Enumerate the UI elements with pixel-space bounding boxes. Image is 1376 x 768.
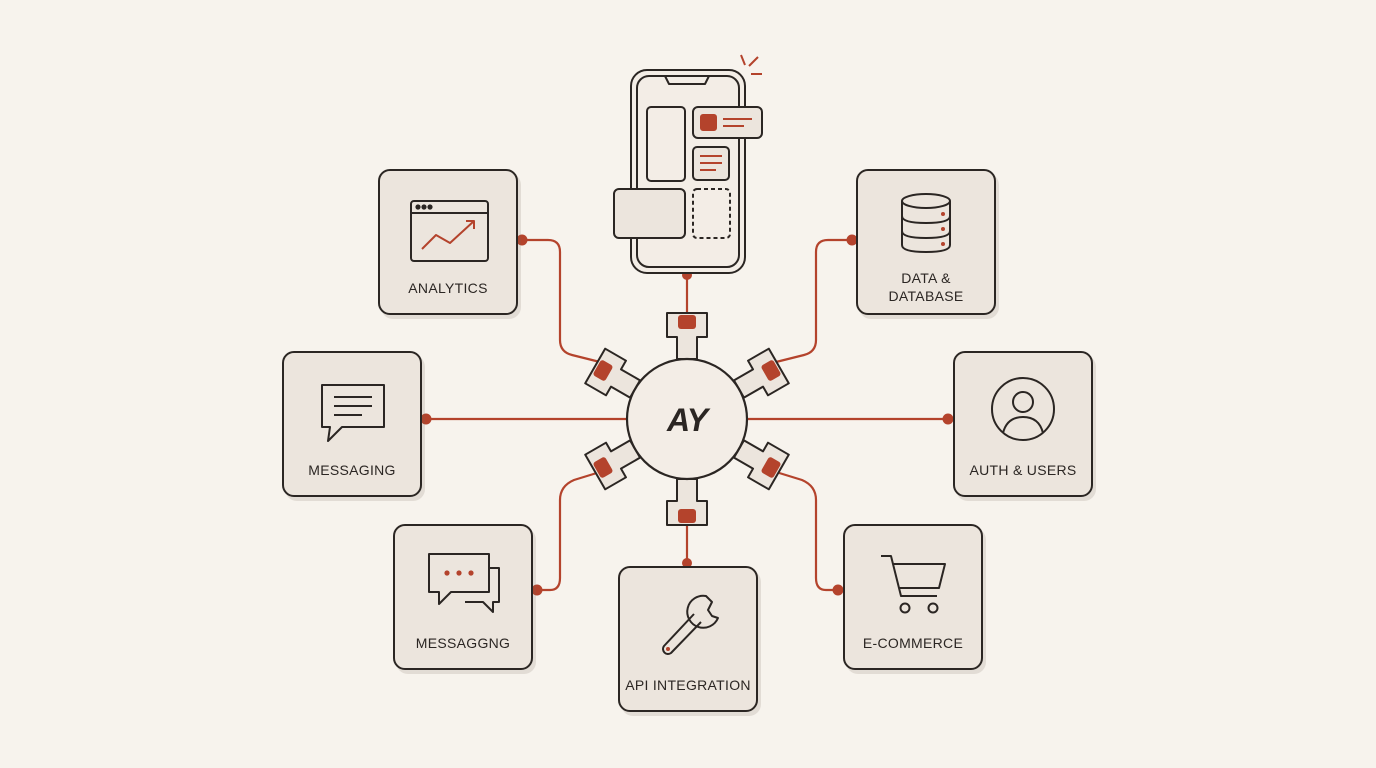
wrench-icon [662, 594, 719, 655]
wire-data [775, 238, 852, 364]
wire-ecommerce [775, 470, 838, 592]
module-label: AUTH & USERS [969, 462, 1077, 478]
module-label: E-COMMERCE [862, 635, 964, 651]
module-card-analytics[interactable]: ANALYTICS [378, 169, 518, 315]
connector-dots [420, 234, 954, 596]
module-label: MESSAGGNG [415, 635, 511, 651]
module-label: MESSAGING [308, 462, 396, 478]
module-label: API INTEGRATION [625, 677, 751, 693]
hub-circle [625, 357, 749, 481]
module-label-line2: DATABASE [888, 288, 964, 304]
shopping-cart-icon [881, 555, 946, 614]
smartphone-app-layout-icon [613, 54, 763, 274]
module-card-api[interactable]: API INTEGRATION [618, 566, 758, 712]
module-card-data[interactable]: DATA & DATABASE [856, 169, 996, 315]
wire-messaging2 [537, 470, 601, 592]
plug-connectors [584, 312, 790, 526]
module-card-ecommerce[interactable]: E-COMMERCE [843, 524, 983, 670]
wire-analytics [522, 238, 601, 364]
chat-bubbles-icon [428, 553, 500, 613]
hub-logo: AY [666, 402, 708, 438]
user-profile-icon [991, 377, 1055, 441]
module-label-line1: DATA & [901, 270, 951, 286]
module-label: DATA & DATABASE [862, 269, 990, 305]
database-icon [901, 193, 951, 254]
module-card-messaging[interactable]: MESSAGING [282, 351, 422, 497]
module-label: ANALYTICS [408, 280, 488, 296]
message-bubble-icon [321, 384, 385, 442]
line-chart-browser-icon [410, 200, 489, 262]
module-card-auth[interactable]: AUTH & USERS [953, 351, 1093, 497]
module-card-messaging-2[interactable]: MESSAGGNG [393, 524, 533, 670]
